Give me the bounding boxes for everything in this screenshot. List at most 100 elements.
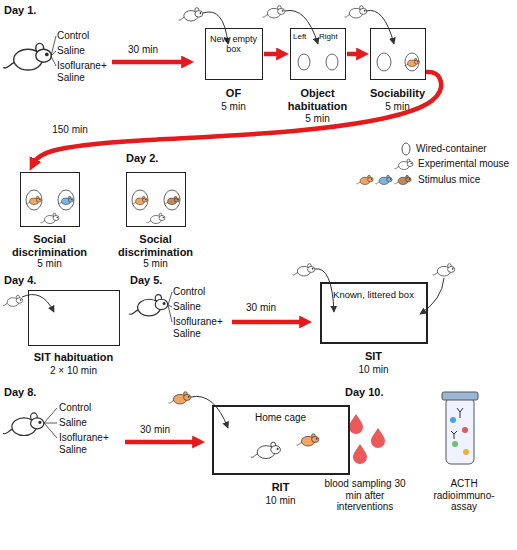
mouse-icon [345, 6, 367, 18]
mouse-icon [263, 6, 285, 18]
mouse-icon [41, 213, 60, 223]
day-label: Day 8. [4, 386, 64, 399]
time-label: 30 min [128, 44, 178, 56]
mouse-icon [3, 43, 51, 70]
legend-entry: Experimental mouse [418, 158, 517, 170]
box-text: SIT habituation [19, 351, 129, 364]
treatment-label: Isoflurane+ Saline [59, 432, 117, 455]
treatment-label: Control [59, 402, 119, 414]
home-cage-box: Home cageRIT10 min [212, 405, 350, 475]
entry-arrow [191, 396, 228, 428]
entry-arrow [315, 269, 334, 312]
time-arrow [125, 440, 200, 445]
stimulus-mouse [297, 434, 319, 446]
time-label: 30 min [140, 424, 190, 436]
treatment-label: Saline [57, 45, 117, 57]
box-caption: OF [214, 87, 254, 100]
arena-box: New, empty boxOF5 min [205, 28, 263, 80]
day-label: Day 5. [130, 274, 190, 287]
wired-container [132, 190, 148, 210]
stimulus-mouse [404, 58, 419, 66]
arena-box: Known, littered boxSIT10 min [320, 282, 428, 344]
edge-label: 150 min [40, 124, 100, 136]
wired-container [326, 54, 338, 70]
assay-tube [442, 392, 478, 464]
mouse-icon [129, 295, 167, 316]
legend-glyph [394, 175, 411, 184]
box-caption: 5 min [131, 258, 181, 270]
legend-entry: Wired-container [416, 143, 516, 155]
time-arrow [264, 52, 284, 57]
treatment-label: Isoflurane+ Saline [173, 316, 231, 339]
note-label: blood sampling 30 min after intervention… [322, 478, 408, 513]
wired-container [405, 53, 419, 71]
note-label: ACTH radioimmuno-assay [425, 478, 503, 513]
time-label: 30 min [246, 302, 296, 314]
stimulus-mouse [164, 196, 179, 204]
day-label: Day 4. [4, 274, 64, 287]
stimulus-mouse [169, 392, 191, 404]
day-label: Day 1. [4, 4, 64, 17]
legend-glyph [402, 143, 410, 155]
day-label: Day 2. [126, 152, 186, 165]
blood-drops [349, 414, 385, 464]
branch-lines [44, 408, 57, 438]
wired-container [377, 53, 391, 71]
arena-box: Social discrimination5 min [126, 172, 186, 227]
time-arrow [32, 72, 441, 166]
branch-lines [51, 36, 56, 66]
box-caption: 5 min [25, 258, 75, 270]
legend-glyph [395, 159, 414, 169]
wired-container [298, 54, 310, 70]
treatment-label: Saline [173, 301, 233, 313]
mouse-icon [293, 264, 315, 276]
box-text: New, empty box [209, 34, 259, 55]
arena-box: SIT habituation2 × 10 min [28, 290, 120, 346]
stimulus-mouse [26, 196, 41, 204]
box-caption: 10 min [344, 364, 404, 376]
box-text: Left [293, 32, 317, 41]
entry-arrow [22, 295, 54, 312]
box-text: Social discrimination [10, 233, 90, 258]
mouse-icon [179, 8, 203, 21]
stimulus-mouse [58, 196, 73, 204]
time-arrow [232, 320, 307, 325]
stimulus-mouse [132, 196, 147, 204]
mouse-icon [147, 213, 166, 223]
wired-container [26, 190, 42, 210]
time-arrow [112, 60, 189, 65]
legend-glyph [375, 175, 392, 184]
box-caption: 5 min [209, 101, 259, 113]
mouse-icon [433, 264, 455, 276]
box-caption: SIT [349, 350, 399, 363]
mouse-icon [3, 295, 23, 306]
mouse-icon [251, 442, 281, 458]
box-caption: Object habituation [281, 87, 355, 112]
wired-container [164, 190, 180, 210]
arena-box: LeftRightObject habituation5 min [290, 28, 346, 80]
box-caption: Right [319, 32, 345, 41]
box-text: Social discrimination [116, 233, 196, 258]
mouse-icon [3, 413, 44, 436]
box-text: Home cage [231, 412, 331, 424]
box-caption: 10 min [251, 495, 311, 507]
treatment-label: Control [173, 286, 233, 298]
arena-box: Sociability5 min [370, 28, 426, 80]
box-text: Known, littered box [322, 290, 426, 301]
time-arrow [347, 52, 364, 57]
day-label: Day 10. [345, 386, 405, 399]
legend-text: Stimulus mice [418, 174, 480, 185]
box-caption: 5 min [293, 113, 343, 125]
legend-text: Experimental mouse [418, 158, 509, 169]
box-text: Sociability [363, 87, 433, 100]
legend-glyph [356, 175, 373, 184]
legend-entry: Stimulus mice [418, 174, 517, 186]
box-caption: 2 × 10 min [34, 365, 114, 377]
treatment-label: Control [57, 30, 117, 42]
wired-container [58, 190, 74, 210]
treatment-label: Isoflurane+ Saline [57, 60, 115, 83]
box-caption: RIT [256, 481, 306, 494]
treatment-label: Saline [59, 417, 119, 429]
